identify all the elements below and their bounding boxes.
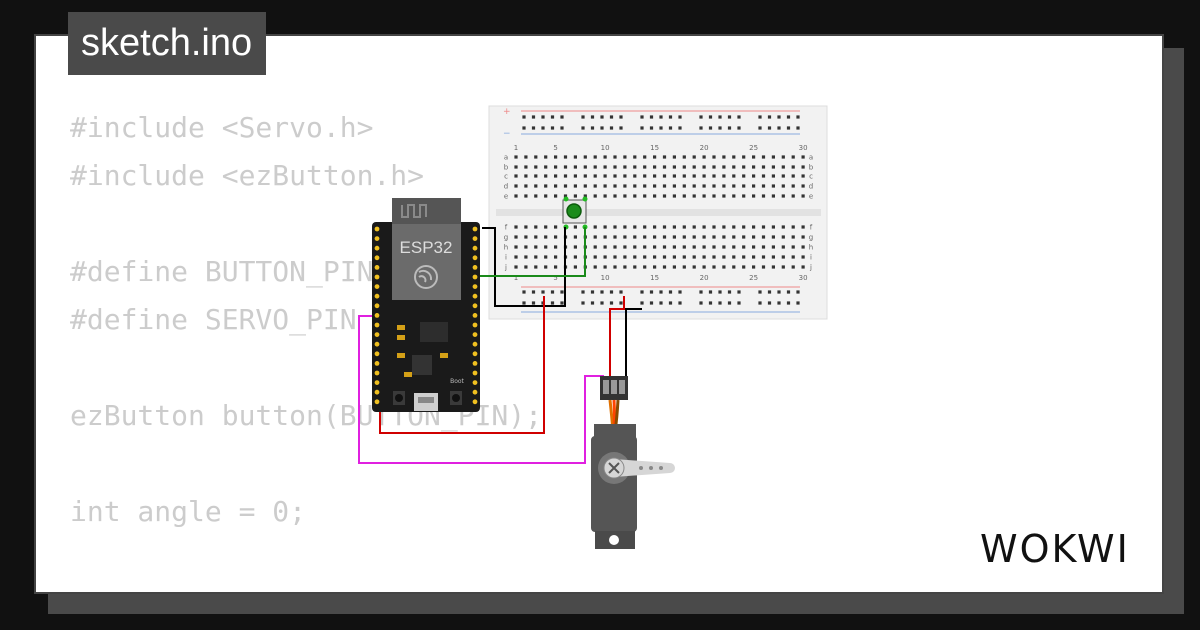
breadboard-row-label: i xyxy=(505,254,507,262)
wire-black-gnd xyxy=(482,227,566,307)
esp32-label: ESP32 xyxy=(400,238,453,257)
breadboard-row-label: e xyxy=(504,193,508,201)
breadboard-row-label: g xyxy=(809,234,813,242)
breadboard-column-label: 20 xyxy=(700,274,709,282)
svg-text:−: − xyxy=(503,129,511,139)
breadboard-column-label: 1 xyxy=(514,144,518,152)
esp32-pins xyxy=(374,226,478,405)
breadboard-row-label: e xyxy=(809,193,813,201)
breadboard-row-label: c xyxy=(809,173,813,181)
breadboard-row-label: f xyxy=(810,224,813,232)
wire-magenta-servo xyxy=(358,315,604,464)
breadboard-row-label: h xyxy=(809,244,813,252)
breadboard-column-label: 20 xyxy=(700,144,709,152)
breadboard-row-label: d xyxy=(504,183,508,191)
code-line: #define SERVO_PIN xyxy=(70,303,357,336)
code-line: #define BUTTON_PIN xyxy=(70,255,374,288)
breadboard-row-label: j xyxy=(504,264,507,272)
breadboard-row-label: b xyxy=(504,164,509,172)
pushbutton[interactable] xyxy=(562,196,588,230)
breadboard-row-label: b xyxy=(809,164,814,172)
esp32-board[interactable]: ESP32 Boot xyxy=(372,198,480,412)
breadboard-column-label: 10 xyxy=(601,274,610,282)
breadboard-row-label: a xyxy=(504,154,508,162)
file-tab[interactable]: sketch.ino xyxy=(68,12,267,75)
breadboard-row-label: h xyxy=(504,244,508,252)
breadboard-column-label: 15 xyxy=(650,144,659,152)
code-line: void setup() { xyxy=(70,584,542,592)
wire-black-servo xyxy=(625,308,642,390)
code-line: #include <Servo.h> xyxy=(70,111,374,144)
breadboard-column-label: 15 xyxy=(650,274,659,282)
breadboard-row-label: g xyxy=(504,234,508,242)
boot-label: Boot xyxy=(450,378,464,385)
wokwi-logo: WOKWI xyxy=(980,527,1130,571)
servo-motor[interactable] xyxy=(591,376,675,549)
breadboard-column-label: 5 xyxy=(553,144,557,152)
breadboard-column-label: 25 xyxy=(749,144,758,152)
breadboard-rail-holes xyxy=(522,115,800,305)
code-line: #include <ezButton.h> xyxy=(70,159,425,192)
breadboard-column-label: 30 xyxy=(799,274,808,282)
breadboard-column-label: 30 xyxy=(799,144,808,152)
wokwi-logo-text: WOKWI xyxy=(980,527,1130,571)
breadboard-column-label: 5 xyxy=(553,274,557,282)
breadboard-row-label: c xyxy=(504,173,508,181)
breadboard-column-label: 25 xyxy=(749,274,758,282)
breadboard-column-label: 10 xyxy=(601,144,610,152)
breadboard-row-label: f xyxy=(505,224,508,232)
wire-green-signal xyxy=(476,227,586,277)
breadboard-row-label: d xyxy=(809,183,813,191)
breadboard-row-label: a xyxy=(809,154,813,162)
espressif-logo-icon xyxy=(414,265,438,289)
code-line: int angle = 0; xyxy=(70,495,307,528)
breadboard-holes xyxy=(514,155,805,269)
wire-red-servo xyxy=(609,296,625,390)
code-background: #include <Servo.h> #include <ezButton.h>… xyxy=(70,104,542,592)
svg-text:+: + xyxy=(503,107,511,117)
breadboard-row-label: i xyxy=(810,254,812,262)
breadboard-row-label: j xyxy=(809,264,812,272)
breadboard-column-label: 1 xyxy=(514,274,518,282)
